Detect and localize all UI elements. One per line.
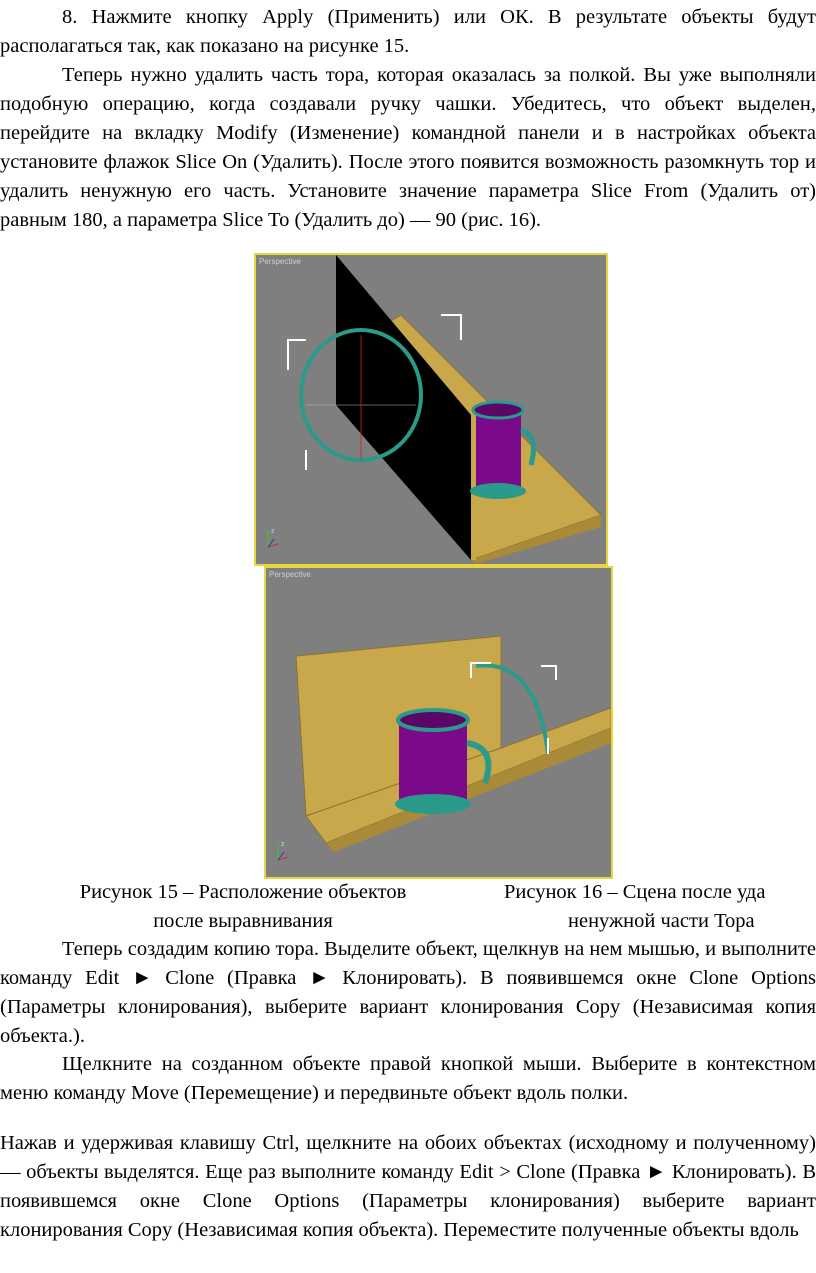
axis-z-label: z: [281, 841, 285, 848]
figure-15-caption-line1: Рисунок 15 – Расположение объектов: [79, 881, 407, 903]
figure-15-scene: z: [267, 255, 602, 564]
axis-z-label: z: [271, 528, 275, 535]
viewport-label: Perspective: [269, 570, 311, 579]
figure-16-caption-line1: Рисунок 16 – Сцена после уда: [504, 881, 766, 903]
figure-16-scene: z: [277, 635, 611, 861]
viewport-label: Perspective: [259, 257, 301, 266]
paragraph-step-8: 8. Нажмите кнопку Apply (Применить) или …: [0, 6, 816, 57]
figure-15-viewport: Perspective z: [254, 253, 608, 566]
figure-16-caption-line2: ненужной части Тора: [568, 910, 755, 932]
paragraph-move-object: Щелкните на созданном объекте правой кно…: [0, 1053, 816, 1104]
paragraph-slice-torus: Теперь нужно удалить часть тора, которая…: [0, 64, 816, 231]
figure-15-caption-line2: после выравнивания: [153, 910, 333, 932]
paragraph-ctrl-select: Нажав и удерживая клавишу Ctrl, щелкните…: [0, 1132, 816, 1241]
paragraph-clone-torus: Теперь создадим копию тора. Выделите объ…: [0, 938, 816, 1047]
figure-16-viewport: Perspective z: [264, 566, 613, 879]
